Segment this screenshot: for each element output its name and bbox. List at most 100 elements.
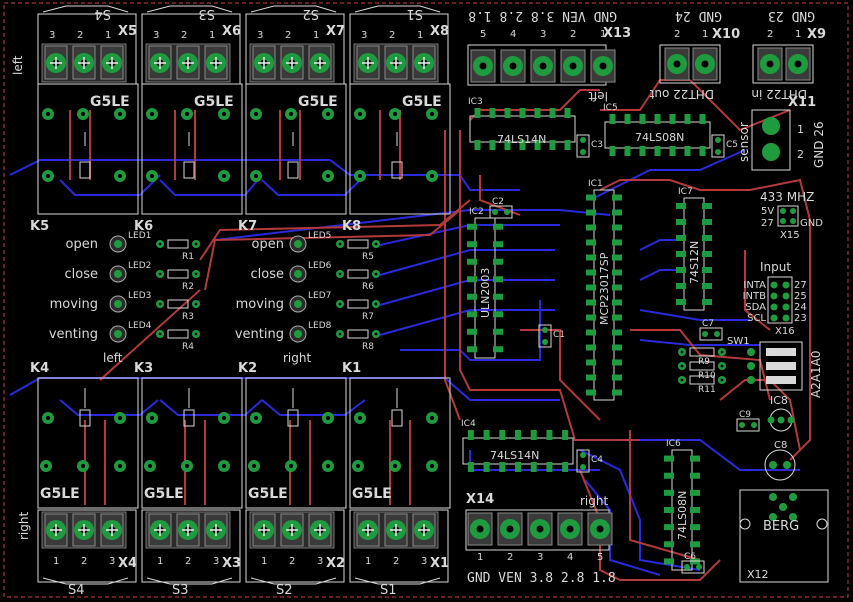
connector-outline xyxy=(141,509,241,583)
connector-ref: X3 xyxy=(222,556,241,571)
ic8-ref: IC8 xyxy=(770,394,788,407)
input-name: SCL xyxy=(747,313,766,324)
input-name: INTB xyxy=(743,291,767,302)
chip-ref: IC3 xyxy=(468,97,483,107)
x11-ref: X11 xyxy=(788,95,816,110)
led-row-text: venting xyxy=(235,327,284,342)
x14-ref: X14 xyxy=(466,492,494,507)
pin-number: 1 xyxy=(105,30,111,41)
input-name: SDA xyxy=(745,302,766,313)
pin-number: 2 xyxy=(570,29,576,40)
x9-ref: X9 xyxy=(807,27,826,42)
connector-label: S3 xyxy=(172,583,189,598)
relay-type: G5LE xyxy=(90,94,130,110)
pin-number: 2 xyxy=(81,556,87,567)
relay-ref: K8 xyxy=(342,219,361,234)
relay-type: G5LE xyxy=(402,94,442,110)
pin-number: 3 xyxy=(537,552,543,563)
relay-outline xyxy=(245,83,347,215)
relay-type: G5LE xyxy=(40,486,80,502)
pin-number: 3 xyxy=(540,29,546,40)
rf-label: 433 MHZ xyxy=(760,190,814,204)
chip-part: 74S12N xyxy=(688,241,701,284)
pin-number: 3 xyxy=(317,556,323,567)
connector-label: S1 xyxy=(380,583,397,598)
dip-switch: SW1 A2A1A0 xyxy=(727,336,823,398)
chip-ic7: IC7 74S12N xyxy=(676,187,712,311)
pin-number: 3 xyxy=(361,30,367,41)
pin-number: 3 xyxy=(421,556,427,567)
relay-outline xyxy=(349,377,451,509)
input-num: 25 xyxy=(794,291,807,302)
x14-side: right xyxy=(580,494,608,508)
led-row-text: moving xyxy=(50,297,98,312)
x11-label-gnd: GND 26 xyxy=(812,121,826,168)
relay-ref: K5 xyxy=(30,219,49,234)
led-ref: LED2 xyxy=(128,261,151,271)
x10-sub: DHT22 out xyxy=(649,87,714,101)
rf-pin-27: 27 xyxy=(761,218,774,229)
board-outline xyxy=(3,2,849,598)
svg-text:C7: C7 xyxy=(702,319,714,329)
x11-pin1-label: 1 xyxy=(797,123,804,136)
ic-chips: IC374LS14NIC574LS08NIC1MCP23017SPIC774S1… xyxy=(461,97,712,571)
chip-part: 74LS08N xyxy=(635,131,684,144)
pin-number: 2 xyxy=(767,29,773,40)
relay-outline xyxy=(37,83,139,215)
relay-type: G5LE xyxy=(194,94,234,110)
relay-outline xyxy=(141,83,243,215)
res-ref: R7 xyxy=(362,312,374,322)
svg-text:C6: C6 xyxy=(684,552,696,562)
relay-k8: G5LE K8 xyxy=(342,83,451,234)
svg-text:C2: C2 xyxy=(492,197,504,207)
svg-text:C8: C8 xyxy=(774,440,787,451)
connector-ref: X8 xyxy=(430,24,449,39)
relay-type: G5LE xyxy=(144,486,184,502)
res-ref: R3 xyxy=(182,312,194,322)
pin-number: 1 xyxy=(417,30,423,41)
led-row-text: venting xyxy=(49,327,98,342)
led-ref: LED5 xyxy=(308,231,331,241)
led-row-text: moving xyxy=(236,297,284,312)
chip-ref: IC7 xyxy=(678,187,693,197)
cap-c4: C4 xyxy=(576,449,603,473)
relay-ref: K3 xyxy=(134,361,153,376)
res-ref: R11 xyxy=(698,385,716,395)
relay-ref: K2 xyxy=(238,361,257,376)
x10-ref: X10 xyxy=(712,27,740,42)
led-row-text: close xyxy=(251,267,284,282)
top-traces xyxy=(69,79,811,581)
chip-ref: IC4 xyxy=(461,419,476,429)
pin-number: 2 xyxy=(393,556,399,567)
pin-number: 4 xyxy=(567,552,573,563)
connector-x11: X11 1 2 sensor GND 26 xyxy=(737,95,826,171)
x10-body xyxy=(659,44,721,84)
input-num: 24 xyxy=(794,302,807,313)
resistor-r11: R11 xyxy=(678,375,726,395)
pin-number: 1 xyxy=(702,29,708,40)
